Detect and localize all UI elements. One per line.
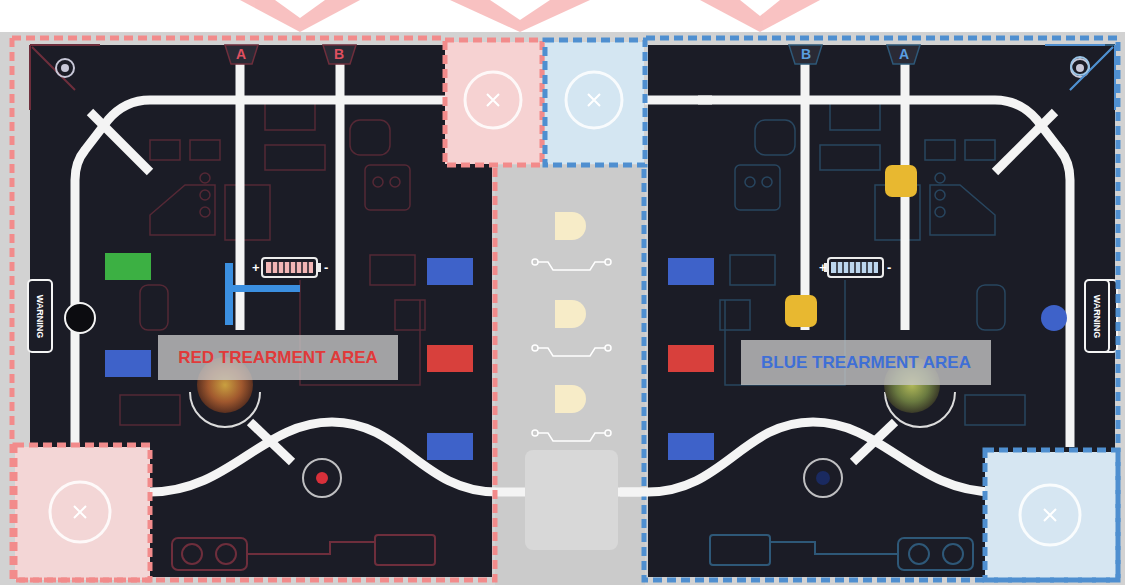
field-art xyxy=(837,262,873,273)
red-zone-border xyxy=(12,38,542,580)
field-art xyxy=(555,212,586,240)
field-art xyxy=(831,262,878,273)
red-tile xyxy=(445,42,542,164)
green-block xyxy=(105,253,151,280)
top-band xyxy=(0,0,1125,32)
battery-cells xyxy=(272,262,873,273)
yellow-cube xyxy=(885,165,917,197)
blue-tile xyxy=(985,452,1117,580)
center-strip xyxy=(495,165,645,585)
yellow-cube xyxy=(785,295,817,327)
warning-text: WARNING xyxy=(1092,294,1101,338)
blue-block xyxy=(668,433,714,460)
blue-beam xyxy=(225,263,300,325)
field-art xyxy=(532,259,538,265)
field-art xyxy=(532,345,538,351)
field-art xyxy=(555,300,586,328)
warning-text: WARNING xyxy=(35,294,44,338)
battery-sign: - xyxy=(324,261,328,274)
field-art xyxy=(450,0,590,32)
field-art xyxy=(50,482,110,542)
blue-ball xyxy=(1041,305,1067,331)
blue-block xyxy=(668,258,714,285)
blue-block xyxy=(105,350,151,377)
red-tile xyxy=(15,447,150,580)
field-art xyxy=(605,259,611,265)
warning-sign xyxy=(1085,280,1109,352)
field-art xyxy=(15,445,150,580)
track-line xyxy=(618,488,648,497)
field-art xyxy=(225,285,300,292)
field-art xyxy=(1020,485,1080,545)
corner-mark xyxy=(1045,45,1115,110)
field-art xyxy=(538,348,605,356)
goal-letter: A xyxy=(899,47,909,61)
field-art xyxy=(240,0,360,32)
red-treatment-area: RED TREARMENT AREA xyxy=(158,335,398,380)
blue-zone-border xyxy=(545,38,1118,580)
goal-letter: B xyxy=(801,47,811,61)
field-art xyxy=(532,430,538,436)
field-art xyxy=(465,72,521,128)
field-art xyxy=(555,385,586,413)
red-target xyxy=(316,472,328,484)
area-title: BLUE TREARMENT AREA xyxy=(761,353,971,373)
field-art xyxy=(545,40,645,165)
area-title: RED TREARMENT AREA xyxy=(178,348,378,368)
field-art xyxy=(74,506,86,518)
battery-sign: + xyxy=(252,261,260,274)
battery-sign: - xyxy=(887,261,891,274)
blue-block xyxy=(427,433,473,460)
field-art xyxy=(644,38,1118,580)
blue-treatment-area: BLUE TREARMENT AREA xyxy=(741,340,991,385)
field-art xyxy=(266,262,313,273)
field-art xyxy=(538,433,605,441)
field-art xyxy=(605,430,611,436)
field-art xyxy=(272,262,308,273)
field-art xyxy=(445,40,542,165)
batteries xyxy=(266,262,878,273)
field-art xyxy=(487,94,499,106)
field-art xyxy=(1044,509,1056,521)
center-pad xyxy=(525,450,618,550)
red-block xyxy=(427,345,473,372)
battery-sign: + xyxy=(819,261,827,274)
field-art xyxy=(566,72,622,128)
corner-gear xyxy=(1071,57,1089,75)
field-art xyxy=(700,0,820,32)
blue-target xyxy=(816,471,830,485)
center-tokens xyxy=(555,212,586,413)
goal-letter: A xyxy=(236,47,246,61)
blue-block xyxy=(427,258,473,285)
field-art xyxy=(605,345,611,351)
watermark xyxy=(240,0,820,32)
goal-letter: B xyxy=(334,47,344,61)
field-art xyxy=(12,38,495,580)
field-art xyxy=(588,94,600,106)
track-line xyxy=(645,96,712,105)
red-block xyxy=(668,345,714,372)
blue-tile xyxy=(545,42,644,164)
field-art xyxy=(985,450,1118,580)
field-art xyxy=(538,262,605,270)
field-art xyxy=(225,263,233,325)
black-ball xyxy=(65,303,95,333)
token-slots xyxy=(532,259,611,441)
